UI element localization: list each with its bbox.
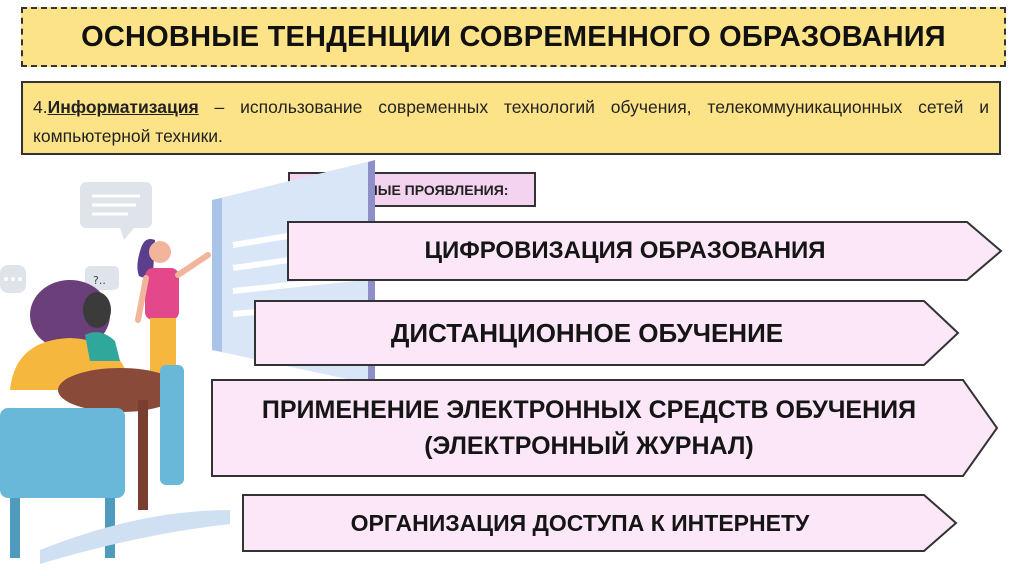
speech-bubble-icon: [80, 182, 152, 240]
question-bubble-icon: ?..: [85, 266, 119, 290]
manifestation-item-label: ОРГАНИЗАЦИЯ ДОСТУПА К ИНТЕРНЕТУ: [242, 494, 918, 552]
arrow-shape: [211, 379, 999, 477]
manifestation-item-label: ДИСТАНЦИОННОЕ ОБУЧЕНИЕ: [254, 300, 920, 366]
arrow-shape: [242, 494, 958, 552]
chat-bubble-icon: [0, 265, 26, 293]
definition-number: 4.: [33, 97, 48, 117]
arrow-shape: [287, 221, 1003, 281]
manifestation-item-electronic-tools: ПРИМЕНЕНИЕ ЭЛЕКТРОННЫХ СРЕДСТВ ОБУЧЕНИЯ …: [211, 379, 999, 477]
definition-box: 4.Информатизация – использование совреме…: [21, 81, 1001, 155]
manifestation-item-label: ПРИМЕНЕНИЕ ЭЛЕКТРОННЫХ СРЕДСТВ ОБУЧЕНИЯ …: [211, 379, 967, 477]
manifestation-item-text: ДИСТАНЦИОННОЕ ОБУЧЕНИЕ: [390, 317, 784, 348]
manifestation-item-digitalization: ЦИФРОВИЗАЦИЯ ОБРАЗОВАНИЯ: [287, 221, 1003, 281]
manifestation-item-text: ПРИМЕНЕНИЕ ЭЛЕКТРОННЫХ СРЕДСТВ ОБУЧЕНИЯ: [261, 396, 917, 424]
manifestation-item-internet-access: ОРГАНИЗАЦИЯ ДОСТУПА К ИНТЕРНЕТУ: [242, 494, 958, 552]
definition-text: – использование современных технологий о…: [33, 97, 989, 146]
floor-shadow: [40, 510, 230, 564]
classroom-illustration: ?..: [0, 160, 375, 564]
page-title: ОСНОВНЫЕ ТЕНДЕНЦИИ СОВРЕМЕННОГО ОБРАЗОВА…: [81, 20, 946, 53]
svg-text:?..: ?..: [93, 274, 106, 287]
manifestation-item-label: ЦИФРОВИЗАЦИЯ ОБРАЗОВАНИЯ: [287, 221, 963, 281]
definition-term: Информатизация: [47, 97, 199, 117]
manifestation-item-text: ОРГАНИЗАЦИЯ ДОСТУПА К ИНТЕРНЕТУ: [350, 509, 810, 536]
manifestation-item-text: ЦИФРОВИЗАЦИЯ ОБРАЗОВАНИЯ: [424, 237, 826, 264]
chair-icon: [0, 365, 184, 558]
table-icon: [58, 368, 182, 510]
manifestation-item-subtext: (ЭЛЕКТРОННЫЙ ЖУРНАЛ): [424, 432, 754, 460]
title-banner: ОСНОВНЫЕ ТЕНДЕНЦИИ СОВРЕМЕННОГО ОБРАЗОВА…: [21, 7, 1006, 67]
manifestation-item-distance-learning: ДИСТАНЦИОННОЕ ОБУЧЕНИЕ: [254, 300, 960, 366]
arrow-shape: [254, 300, 960, 366]
teacher-figure: [135, 239, 211, 374]
